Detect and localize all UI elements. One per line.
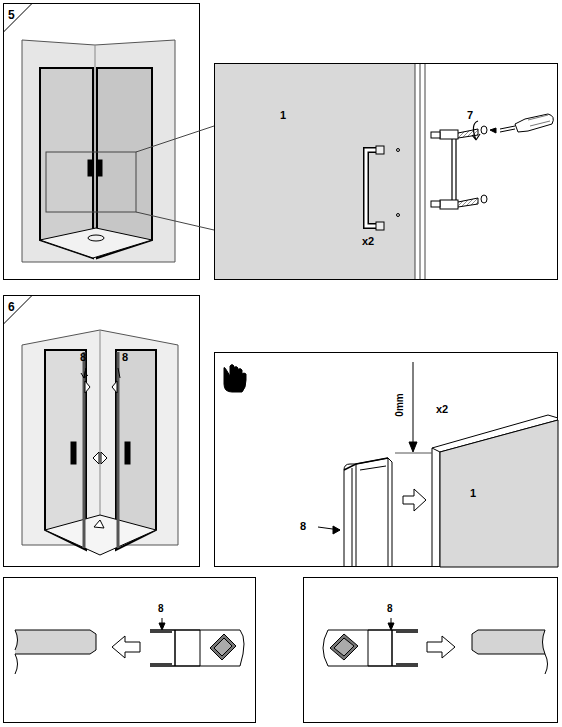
drawing-stroke [215,64,558,280]
drawing-stroke [84,352,118,548]
drawing-stroke [200,630,244,666]
drawing-stroke [4,578,256,723]
drawing-stroke [40,228,152,258]
drawing-stroke [116,350,156,550]
drawing-stroke [304,578,558,723]
drawing-stroke [472,630,545,654]
drawing-stroke [94,520,104,528]
drawing-stroke [431,132,440,138]
drawing-stroke [4,4,33,33]
drawing-stroke [98,160,102,176]
drawing-stroke [356,458,392,567]
drawing-stroke [81,368,88,378]
dimension: 0mm [395,393,405,416]
drawing-stroke [15,654,18,674]
drawing-stroke [403,489,426,511]
callout-number: 8 [300,521,306,532]
step-number: 5 [8,9,15,21]
drawing-stroke [71,442,76,464]
drawing-stroke [136,126,214,230]
drawing-stroke [15,630,96,654]
drawing-stroke [85,381,117,393]
drawing-stroke [427,636,455,658]
drawing-stroke [409,442,417,452]
drawing-stroke [4,4,559,723]
drawing-stroke [330,634,358,660]
quantity: x2 [436,404,448,415]
drawing-stroke [490,128,496,133]
drawing-stroke [112,636,140,658]
drawing-stroke [440,200,458,209]
drawing-stroke [45,515,156,555]
drawing-stroke [150,630,200,666]
step-number: 6 [8,301,15,313]
drawing-stroke [472,121,480,140]
drawing-stroke [4,4,200,280]
callout-number: 8 [122,352,128,363]
callout-number: 8 [80,352,86,363]
callout-number: 7 [467,110,473,121]
drawing-stroke [95,45,96,240]
drawing-stroke [528,115,550,126]
drawing-stroke [4,296,33,325]
drawing-stroke [458,198,478,207]
drawing-stroke [388,623,394,630]
drawing-stroke [214,638,232,656]
drawing-stroke [22,40,175,262]
drawing-stroke [88,235,104,241]
drawing-stroke [46,152,136,212]
drawing-stroke [452,136,456,208]
drawing-stroke [215,64,415,279]
drawing-stroke [333,526,340,534]
drawing-stroke [545,654,548,674]
drawing-stroke [413,362,414,448]
callout-number: 8 [387,604,393,614]
drawing-stroke [224,365,246,393]
drawing-stroke [93,452,107,464]
drawing-stroke [366,150,378,226]
drawing-stroke [500,126,515,132]
drawing-stroke [100,330,101,520]
drawing-stroke [397,149,400,152]
drawing-stroke [323,630,368,666]
drawing-stroke [366,150,378,226]
drawing-stroke [431,201,440,207]
drawing-stroke [432,448,440,567]
drawing-stroke [415,64,425,279]
drawing-stroke [334,638,354,656]
drawing-stroke [376,222,384,230]
drawing-stroke [440,420,558,567]
drawing-stroke [440,130,458,139]
quantity: x2 [362,236,374,247]
drawing-stroke [368,630,418,666]
drawing-stroke [125,442,130,464]
drawing-stroke [395,453,432,454]
part-number: 1 [280,110,286,121]
drawing-stroke [88,160,92,176]
drawing-stroke [397,214,400,217]
drawing-stroke [40,68,93,258]
drawing-stroke [344,464,356,567]
drawing-stroke [481,195,487,203]
drawing-stroke [118,368,120,378]
drawing-stroke [215,353,558,567]
drawing-stroke [515,114,553,132]
callout-number: 8 [158,604,164,614]
drawing-stroke [376,146,384,154]
drawing-stroke [210,634,236,660]
drawing-stroke [4,296,200,567]
drawing-stroke [481,126,487,134]
part-number: 1 [470,488,476,499]
drawing-stroke [344,458,388,470]
drawing-stroke [159,623,165,630]
